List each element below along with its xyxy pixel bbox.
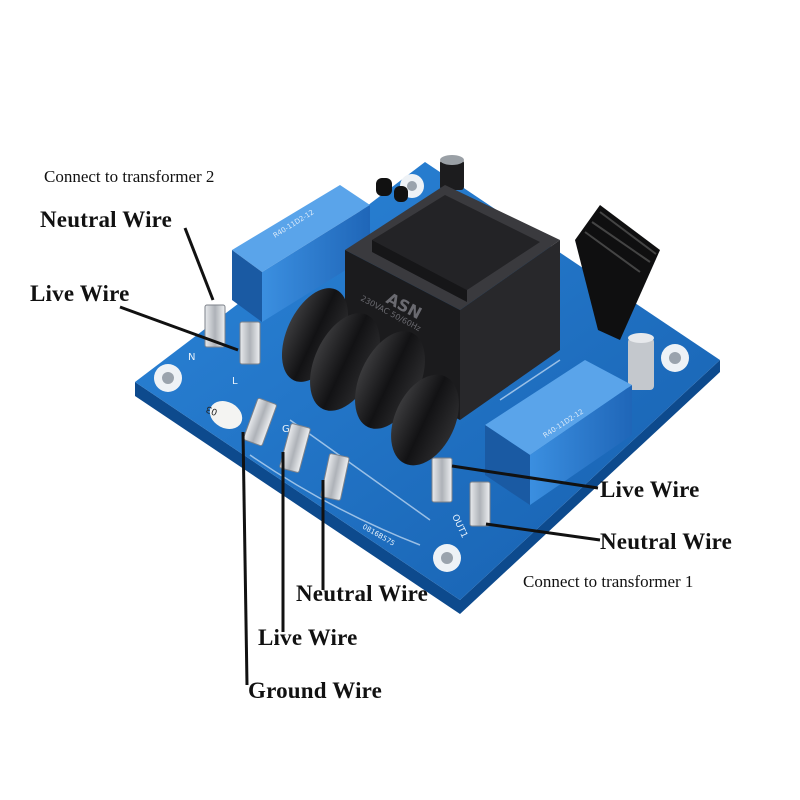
relay-left: R40-11D2-12 bbox=[232, 185, 370, 322]
heat-sink bbox=[575, 205, 660, 340]
transformer1-label: Connect to transformer 1 bbox=[523, 572, 694, 591]
relay-right: R40-11D2-12 bbox=[485, 360, 632, 505]
ground-wire-label: Ground Wire bbox=[248, 678, 383, 703]
mounting-hole bbox=[661, 344, 689, 372]
capacitor bbox=[440, 155, 464, 190]
terminal-live-right bbox=[431, 457, 453, 503]
fuse-text: 03 bbox=[205, 403, 219, 416]
live-wire-bottom-label: Live Wire bbox=[258, 625, 358, 650]
terminal-neutral-right bbox=[469, 481, 491, 527]
transistor bbox=[376, 178, 408, 202]
terminal-g-label: G bbox=[282, 424, 290, 435]
terminal-n-top bbox=[204, 304, 226, 348]
mounting-hole bbox=[154, 364, 182, 392]
terminal-l-top bbox=[239, 321, 261, 365]
mounting-hole bbox=[433, 544, 461, 572]
varistor: 03 bbox=[205, 401, 243, 429]
terminal-live-bottom bbox=[279, 423, 311, 473]
live-wire-right-label: Live Wire bbox=[600, 477, 700, 502]
terminal-ground bbox=[243, 397, 277, 447]
pointer-lines bbox=[119, 227, 601, 686]
transformer2-label: Connect to transformer 2 bbox=[44, 167, 215, 186]
neutral-wire-bottom-label: Neutral Wire bbox=[296, 581, 429, 606]
terminal-neutral-bottom bbox=[320, 453, 350, 501]
neutral-wire-right-label: Neutral Wire bbox=[600, 529, 733, 554]
terminal-l-label: L bbox=[232, 376, 238, 387]
neutral-wire-top-label: Neutral Wire bbox=[40, 207, 173, 232]
capacitor bbox=[628, 333, 654, 390]
coil bbox=[391, 374, 459, 466]
terminal-n-label: N bbox=[188, 352, 195, 363]
live-wire-top-label: Live Wire bbox=[30, 281, 130, 306]
